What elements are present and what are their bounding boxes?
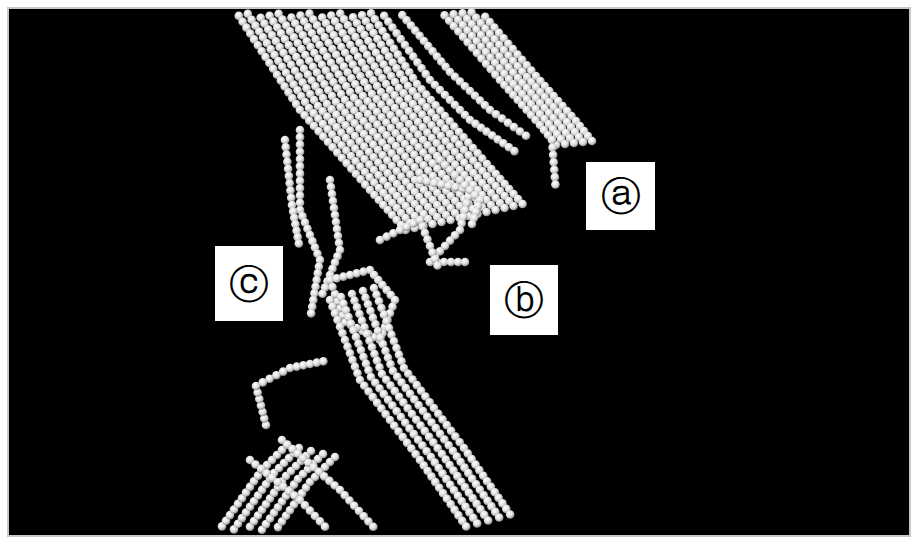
bead — [423, 177, 432, 186]
bead — [369, 522, 378, 531]
bead — [551, 173, 560, 182]
bead — [307, 447, 316, 456]
bead — [549, 151, 558, 160]
bead — [522, 131, 531, 140]
bead — [551, 180, 560, 189]
bead — [468, 220, 477, 229]
bead — [550, 165, 559, 174]
bead — [495, 513, 504, 522]
bead — [433, 261, 442, 270]
bead — [548, 136, 557, 145]
bead — [437, 180, 446, 189]
bead — [430, 179, 439, 188]
bead — [518, 200, 527, 209]
callout-letter: ⓒ — [215, 246, 283, 321]
bead — [318, 289, 327, 298]
bead — [473, 519, 482, 528]
bead — [328, 283, 337, 292]
bead — [484, 516, 493, 525]
bead — [548, 136, 557, 145]
bead — [588, 137, 597, 146]
bead — [321, 522, 330, 531]
black-frame — [8, 8, 910, 536]
bead — [319, 357, 328, 366]
bead — [295, 239, 304, 248]
bead — [549, 158, 558, 167]
bead — [444, 181, 453, 190]
bead — [416, 176, 425, 185]
bead — [307, 309, 316, 318]
bead — [462, 522, 471, 531]
callout-letter: ⓐ — [586, 162, 655, 230]
bead — [331, 453, 340, 462]
bead — [461, 258, 470, 267]
bead — [451, 183, 460, 192]
bead — [510, 147, 519, 156]
bead — [506, 510, 515, 519]
bead — [319, 450, 328, 459]
callout-letter: ⓑ — [490, 265, 558, 335]
bead — [548, 143, 557, 152]
